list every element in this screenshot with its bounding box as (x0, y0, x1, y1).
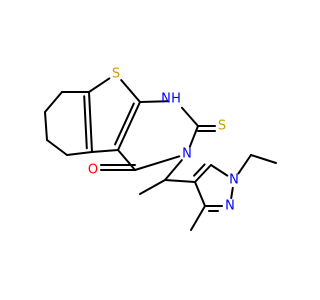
bond (120, 79, 141, 103)
atom-nh-hydrogen: H (171, 92, 181, 107)
atom-n-pyrimidine-1: N (161, 92, 171, 107)
bond (139, 100, 169, 103)
atom-n-pyrazole-2: N (225, 199, 235, 214)
bond (230, 186, 234, 200)
atom-n-pyrimidine-3: N (182, 147, 192, 162)
bond (44, 111, 48, 141)
bond (117, 149, 136, 171)
bond (190, 205, 206, 231)
bond (46, 139, 68, 156)
bond (66, 151, 93, 156)
bond (134, 155, 181, 171)
bond (164, 159, 183, 181)
bond-double (83, 95, 88, 150)
bond (139, 179, 166, 195)
atom-s-thione: S (218, 119, 226, 134)
bond (237, 154, 252, 175)
bond (117, 101, 141, 151)
bond (88, 77, 111, 93)
bond (164, 179, 196, 183)
atom-s-thiophene: S (112, 67, 120, 82)
bond (250, 154, 277, 164)
bond (44, 91, 63, 113)
bond (88, 91, 93, 153)
bond (194, 164, 212, 183)
bonds (44, 77, 277, 231)
bond (194, 181, 206, 207)
bond-double (114, 102, 135, 146)
bond (180, 106, 199, 127)
bond (91, 149, 119, 153)
bond (210, 164, 229, 177)
bond-double (193, 163, 206, 177)
atom-n-pyrazole-1: N (229, 173, 239, 188)
atom-o-carbonyl: O (88, 163, 98, 178)
bond (188, 125, 199, 148)
